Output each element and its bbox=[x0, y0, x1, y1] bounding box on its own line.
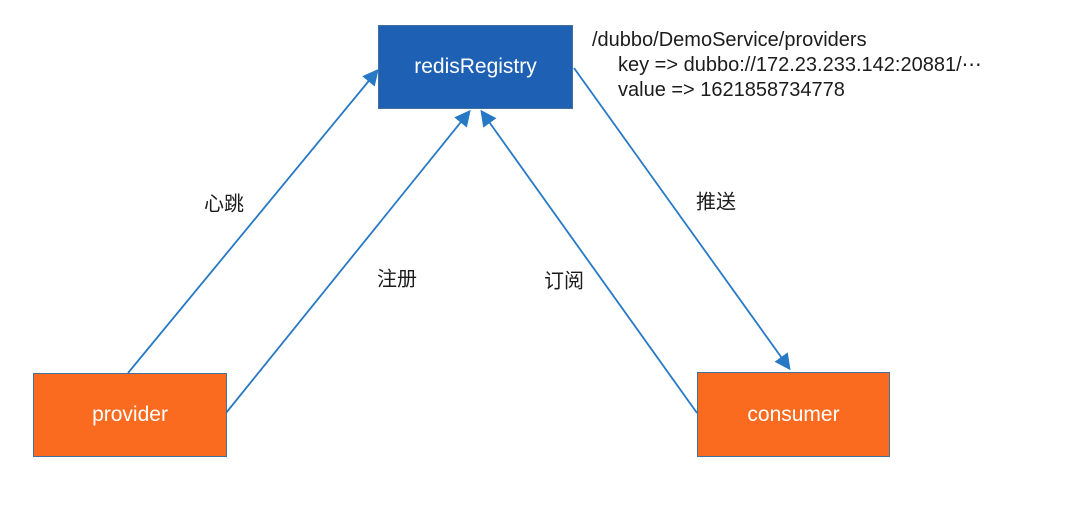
push-arrow bbox=[573, 67, 791, 371]
registry-node: redisRegistry bbox=[378, 25, 573, 109]
register-edge-label: 注册 bbox=[377, 268, 417, 291]
provider-node: provider bbox=[33, 373, 227, 457]
registry-node-label: redisRegistry bbox=[414, 55, 537, 78]
annotation-key-line: key => dubbo://172.23.233.142:20881/⋯ bbox=[618, 54, 982, 76]
consumer-node-label: consumer bbox=[747, 402, 840, 426]
register-arrow bbox=[225, 109, 471, 414]
heartbeat-arrow bbox=[127, 68, 379, 374]
subscribe-edge-label: 订阅 bbox=[544, 270, 584, 293]
provider-node-label: provider bbox=[92, 403, 168, 426]
registry-key-annotation: /dubbo/DemoService/providers key => dubb… bbox=[592, 28, 982, 103]
heartbeat-edge-label: 心跳 bbox=[204, 193, 244, 216]
push-edge-label: 推送 bbox=[696, 191, 736, 214]
annotation-value-line: value => 1621858734778 bbox=[618, 79, 845, 101]
consumer-node: consumer bbox=[697, 372, 890, 457]
annotation-path-line: /dubbo/DemoService/providers bbox=[592, 29, 867, 51]
subscribe-arrow bbox=[480, 109, 698, 414]
